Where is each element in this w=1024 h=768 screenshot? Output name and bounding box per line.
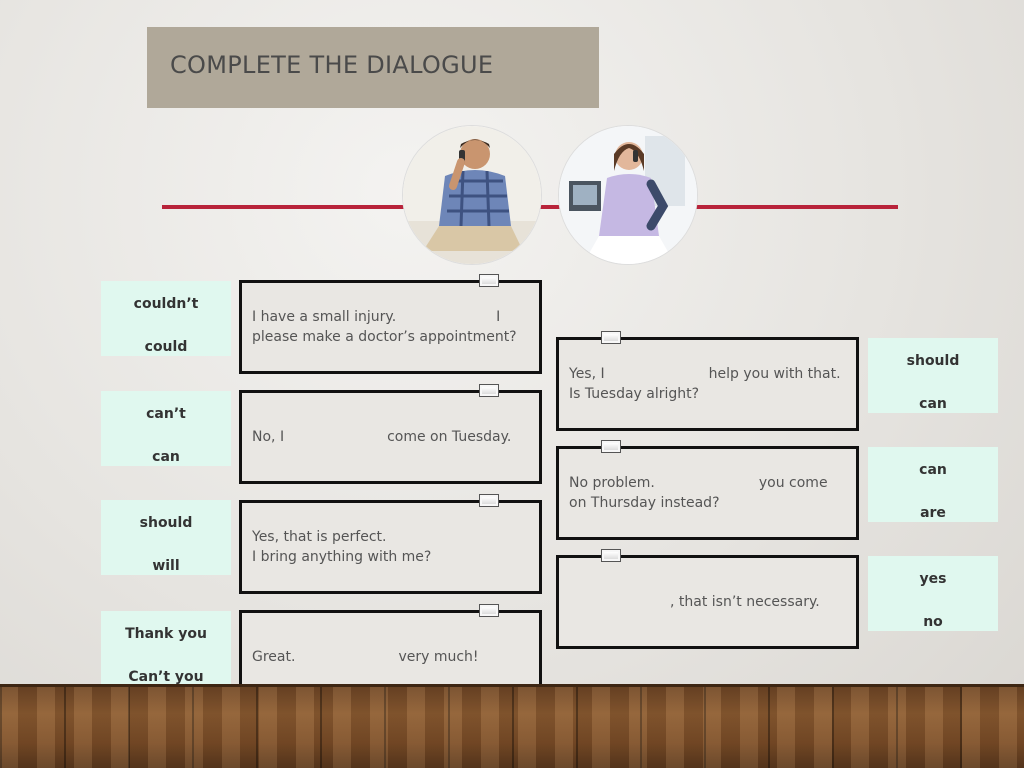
dialogue-5-part-b: help you with that.: [708, 366, 841, 382]
dialogue-text-6: No problem. you come on Thursday instead?: [569, 473, 846, 513]
option-3b[interactable]: will: [152, 558, 180, 574]
title-banner: COMPLETE THE DIALOGUE: [147, 27, 599, 108]
dialogue-5-line-2: Is Tuesday alright?: [569, 386, 700, 402]
drop-slot-tab[interactable]: [479, 384, 499, 397]
dialogue-1-part-a: I have a small injury.: [252, 309, 397, 325]
option-6b[interactable]: are: [920, 505, 946, 521]
dialogue-1-line-2: please make a doctor’s appointment?: [252, 329, 517, 345]
dialogue-6-part-a: No problem.: [569, 475, 655, 491]
dialogue-1-part-b: I: [496, 309, 501, 325]
dialogue-2-part-a: No, I: [252, 429, 285, 445]
option-box-5[interactable]: should can: [868, 338, 998, 413]
page-title: COMPLETE THE DIALOGUE: [170, 51, 494, 79]
dialogue-card-7[interactable]: , that isn’t necessary.: [556, 549, 859, 649]
dialogue-card-6[interactable]: No problem. you come on Thursday instead?: [556, 440, 859, 540]
option-4a[interactable]: Thank you: [125, 626, 207, 642]
drop-slot-tab[interactable]: [601, 549, 621, 562]
dialogue-card-3[interactable]: Yes, that is perfect. I bring anything w…: [239, 494, 542, 594]
wooden-floor: [0, 684, 1024, 768]
dialogue-text-3: Yes, that is perfect. I bring anything w…: [252, 527, 529, 567]
option-1a[interactable]: couldn’t: [133, 296, 199, 312]
option-6a[interactable]: can: [919, 462, 947, 478]
dialogue-3-part-a: Yes, that is perfect.: [252, 529, 387, 545]
option-5b[interactable]: can: [919, 396, 947, 412]
option-2a[interactable]: can’t: [146, 406, 186, 422]
dialogue-4-part-a: Great.: [252, 649, 296, 665]
option-7b[interactable]: no: [923, 614, 943, 630]
dialogue-card-2[interactable]: No, I come on Tuesday.: [239, 384, 542, 484]
dialogue-card-1[interactable]: I have a small injury. I please make a do…: [239, 274, 542, 374]
dialogue-text-5: Yes, I help you with that. Is Tuesday alr…: [569, 364, 846, 404]
option-box-1[interactable]: couldn’t could: [101, 281, 231, 356]
option-box-4[interactable]: Thank you Can’t you: [101, 611, 231, 686]
dialogue-3-line-2: I bring anything with me?: [252, 549, 432, 565]
option-7a[interactable]: yes: [919, 571, 947, 587]
dialogue-6-part-b: you come: [758, 475, 828, 491]
option-box-7[interactable]: yes no: [868, 556, 998, 631]
dialogue-text-1: I have a small injury. I please make a do…: [252, 307, 529, 347]
dialogue-5-part-a: Yes, I: [569, 366, 605, 382]
dialogue-text-4: Great. very much!: [252, 647, 529, 667]
drop-slot-tab[interactable]: [479, 494, 499, 507]
option-5a[interactable]: should: [906, 353, 960, 369]
option-1b[interactable]: could: [144, 339, 188, 355]
dialogue-6-line-2: on Thursday instead?: [569, 495, 720, 511]
dialogue-card-5[interactable]: Yes, I help you with that. Is Tuesday alr…: [556, 331, 859, 431]
dialogue-text-7: , that isn’t necessary.: [569, 592, 846, 612]
drop-slot-tab[interactable]: [601, 331, 621, 344]
dialogue-7-part-b: , that isn’t necessary.: [670, 594, 820, 610]
drop-slot-tab[interactable]: [479, 604, 499, 617]
option-box-6[interactable]: can are: [868, 447, 998, 522]
receptionist-on-phone-image: [558, 125, 698, 265]
option-3a[interactable]: should: [139, 515, 193, 531]
option-4b[interactable]: Can’t you: [128, 669, 204, 685]
option-box-3[interactable]: should will: [101, 500, 231, 575]
option-2b[interactable]: can: [152, 449, 180, 465]
man-on-phone-image: [402, 125, 542, 265]
drop-slot-tab[interactable]: [479, 274, 499, 287]
dialogue-4-part-b: very much!: [398, 649, 479, 665]
drop-slot-tab[interactable]: [601, 440, 621, 453]
dialogue-2-part-b: come on Tuesday.: [387, 429, 512, 445]
dialogue-text-2: No, I come on Tuesday.: [252, 427, 529, 447]
option-box-2[interactable]: can’t can: [101, 391, 231, 466]
